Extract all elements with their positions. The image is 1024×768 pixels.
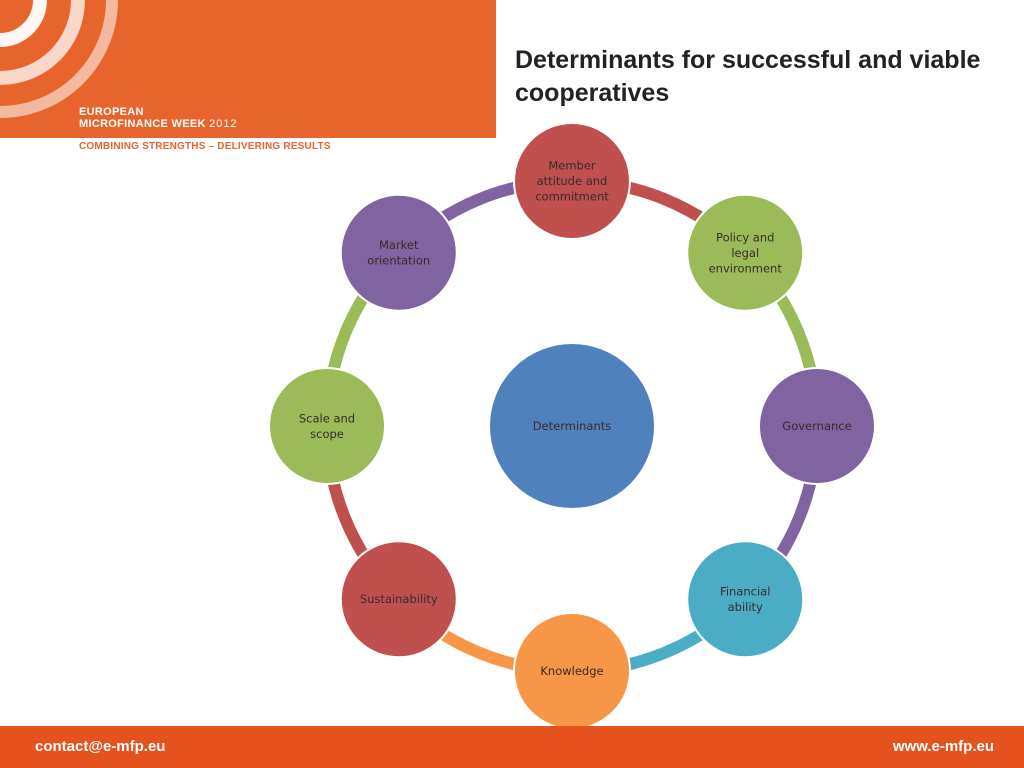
node-label-financial-ability: ability (728, 600, 763, 614)
node-label-policy-legal: Policy and (716, 230, 774, 244)
footer-bar: contact@e-mfp.eu www.e-mfp.eu (0, 726, 1024, 768)
tagline: COMBINING STRENGTHS – DELIVERING RESULTS (79, 141, 331, 152)
node-label-market-orientation: orientation (367, 254, 430, 268)
node-label-member-attitude: Member (548, 159, 596, 173)
node-financial-ability (686, 540, 805, 659)
node-label-scale-scope: Scale and (299, 411, 355, 425)
node-label-market-orientation: Market (379, 238, 419, 252)
node-market-orientation (339, 193, 458, 312)
brand-year: 2012 (209, 118, 238, 130)
brand-name-line1: EUROPEAN (79, 106, 144, 118)
node-governance (758, 367, 876, 485)
center-node-label: Determinants (533, 419, 612, 433)
contact-email-link[interactable]: contact@e-mfp.eu (35, 738, 166, 755)
node-label-knowledge: Knowledge (540, 664, 603, 678)
website-link[interactable]: www.e-mfp.eu (892, 738, 994, 755)
brand-name-line2: MICROFINANCE WEEK 2012 (79, 118, 238, 130)
arc-logo-icon (0, 0, 118, 118)
node-label-sustainability: Sustainability (360, 592, 438, 606)
node-member-attitude (513, 122, 631, 240)
node-label-policy-legal: environment (709, 261, 783, 275)
node-label-financial-ability: Financial (720, 584, 770, 598)
node-sustainability (339, 540, 458, 659)
slide-title: Determinants for successful and viable c… (515, 46, 981, 107)
node-label-governance: Governance (782, 419, 851, 433)
node-label-policy-legal: legal (731, 246, 759, 260)
brand-week: MICROFINANCE WEEK (79, 118, 206, 130)
node-label-member-attitude: attitude and (537, 174, 608, 188)
node-policy-legal (686, 193, 805, 312)
center-node (488, 342, 656, 510)
node-label-member-attitude: commitment (535, 190, 609, 204)
node-scale-scope (268, 367, 386, 485)
node-label-scale-scope: scope (310, 427, 344, 441)
header-band: EUROPEAN MICROFINANCE WEEK 2012 (0, 0, 496, 138)
